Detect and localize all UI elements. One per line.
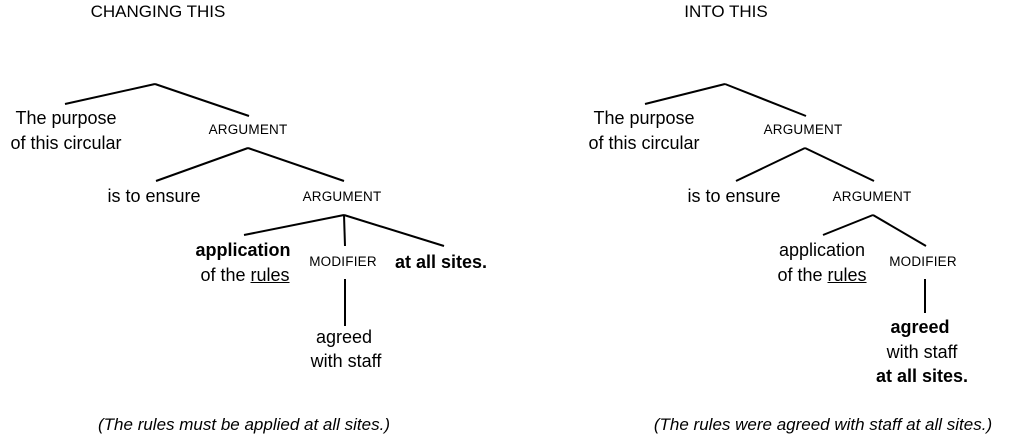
left-caption: (The rules must be applied at all sites.…: [98, 415, 390, 434]
head-line-2: of the rules: [200, 266, 289, 284]
modifier-line-1-bold: agreed: [890, 317, 950, 337]
edge: [155, 147, 249, 182]
edge: [724, 83, 807, 117]
edge: [872, 214, 927, 247]
edge: [822, 214, 874, 236]
left-title: CHANGING THIS: [90, 2, 226, 21]
edge: [243, 214, 345, 236]
subject-line-1: The purpose: [15, 108, 117, 128]
verb-node: is to ensure: [107, 186, 201, 206]
argument-label: ARGUMENT: [832, 189, 912, 204]
edge: [735, 147, 806, 182]
head-prefix: of the: [777, 265, 828, 285]
argument-label: ARGUMENT: [302, 189, 382, 204]
argument-label: ARGUMENT: [763, 122, 843, 137]
underlined-word: rules: [827, 265, 867, 285]
subject-line-1: The purpose: [593, 108, 695, 128]
head-line-2: of the rules: [777, 266, 866, 284]
edge: [64, 83, 156, 105]
modifier-label: MODIFIER: [309, 254, 377, 269]
edge: [154, 83, 250, 117]
edge: [247, 147, 345, 182]
verb-node: is to ensure: [687, 186, 781, 206]
head-bold: application: [195, 240, 291, 260]
modifier-line-2: with staff: [886, 342, 958, 362]
right-title: INTO THIS: [684, 2, 768, 21]
edge: [343, 214, 445, 247]
head-line-1: application: [778, 240, 866, 260]
subject-line-2: of this circular: [588, 133, 700, 153]
modifier-line-2: with staff: [310, 351, 382, 371]
edge: [343, 214, 346, 247]
modifier-line-1: agreed: [315, 327, 373, 347]
head-prefix: of the: [200, 265, 251, 285]
edge: [644, 83, 726, 105]
underlined-word: rules: [250, 265, 290, 285]
right-caption: (The rules were agreed with staff at all…: [653, 415, 993, 434]
argument-label: ARGUMENT: [208, 122, 288, 137]
adjunct-bold: at all sites.: [394, 252, 488, 272]
left-tree-edges: [64, 83, 445, 326]
right-tree-edges: [644, 83, 927, 313]
subject-line-2: of this circular: [10, 133, 122, 153]
modifier-line-3-bold: at all sites.: [875, 366, 969, 386]
modifier-label: MODIFIER: [889, 254, 957, 269]
edge: [804, 147, 875, 182]
